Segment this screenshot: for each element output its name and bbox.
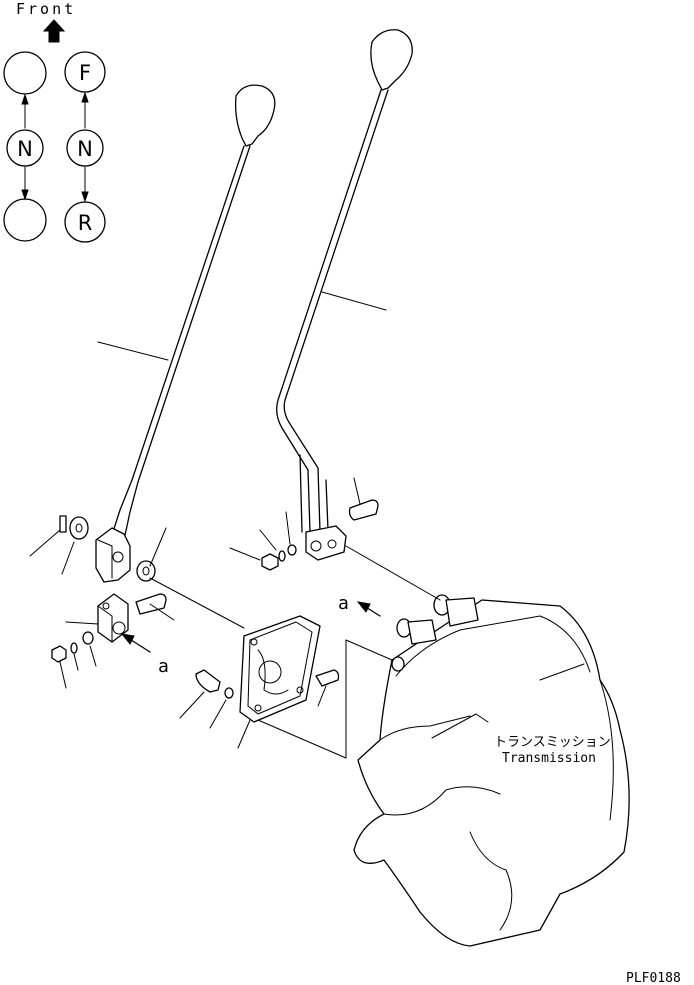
view-marker-lower: a [158, 656, 169, 677]
left-hardware [51, 515, 167, 663]
shift-position-neutral-label: N [77, 137, 93, 161]
front-arrow-icon [42, 19, 66, 43]
leader-lines [29, 291, 441, 759]
pin-icon [348, 499, 379, 521]
lock-washer-icon [278, 550, 286, 562]
washer-icon [287, 544, 297, 556]
washer-icon [82, 631, 94, 645]
mounting-plate [239, 615, 321, 723]
front-label: Front [16, 0, 76, 18]
shift-position-neutral [66, 129, 104, 167]
bolt-icon [315, 669, 340, 687]
shift-position-forward-label: F [79, 61, 91, 85]
bolt-icon [195, 669, 221, 693]
shift-pattern-right: F N R [64, 51, 106, 243]
pin-icon [59, 515, 67, 533]
shift-position-left-middle [6, 129, 44, 167]
transmission-label-en: Transmission [502, 751, 596, 766]
nut-icon [261, 553, 279, 571]
right-hardware [195, 499, 379, 699]
drawing-code: PLF0188 [626, 971, 681, 985]
shift-position-left-bottom [3, 198, 47, 242]
right-control-lever [276, 29, 413, 561]
right-lever-knob [370, 29, 413, 91]
washer-icon [136, 560, 156, 582]
transmission-housing [353, 594, 630, 947]
view-arrow-upper [356, 601, 381, 617]
shift-position-left-middle-label: N [17, 137, 33, 161]
shift-position-left-top [3, 51, 47, 95]
transmission-label-jp: トランスミッション [494, 735, 611, 750]
pin-icon [135, 593, 167, 615]
lock-washer-icon [70, 642, 78, 654]
washer-icon [224, 687, 234, 699]
view-marker-upper: a [338, 593, 349, 614]
fitting-icon [391, 656, 405, 672]
washer-icon [69, 516, 89, 540]
shift-position-reverse-label: R [78, 211, 93, 235]
left-pivot-block [97, 593, 129, 643]
shift-pattern-left: N [3, 51, 47, 242]
left-control-lever [95, 84, 276, 583]
left-lever-knob [234, 84, 276, 147]
nut-icon [51, 645, 67, 663]
